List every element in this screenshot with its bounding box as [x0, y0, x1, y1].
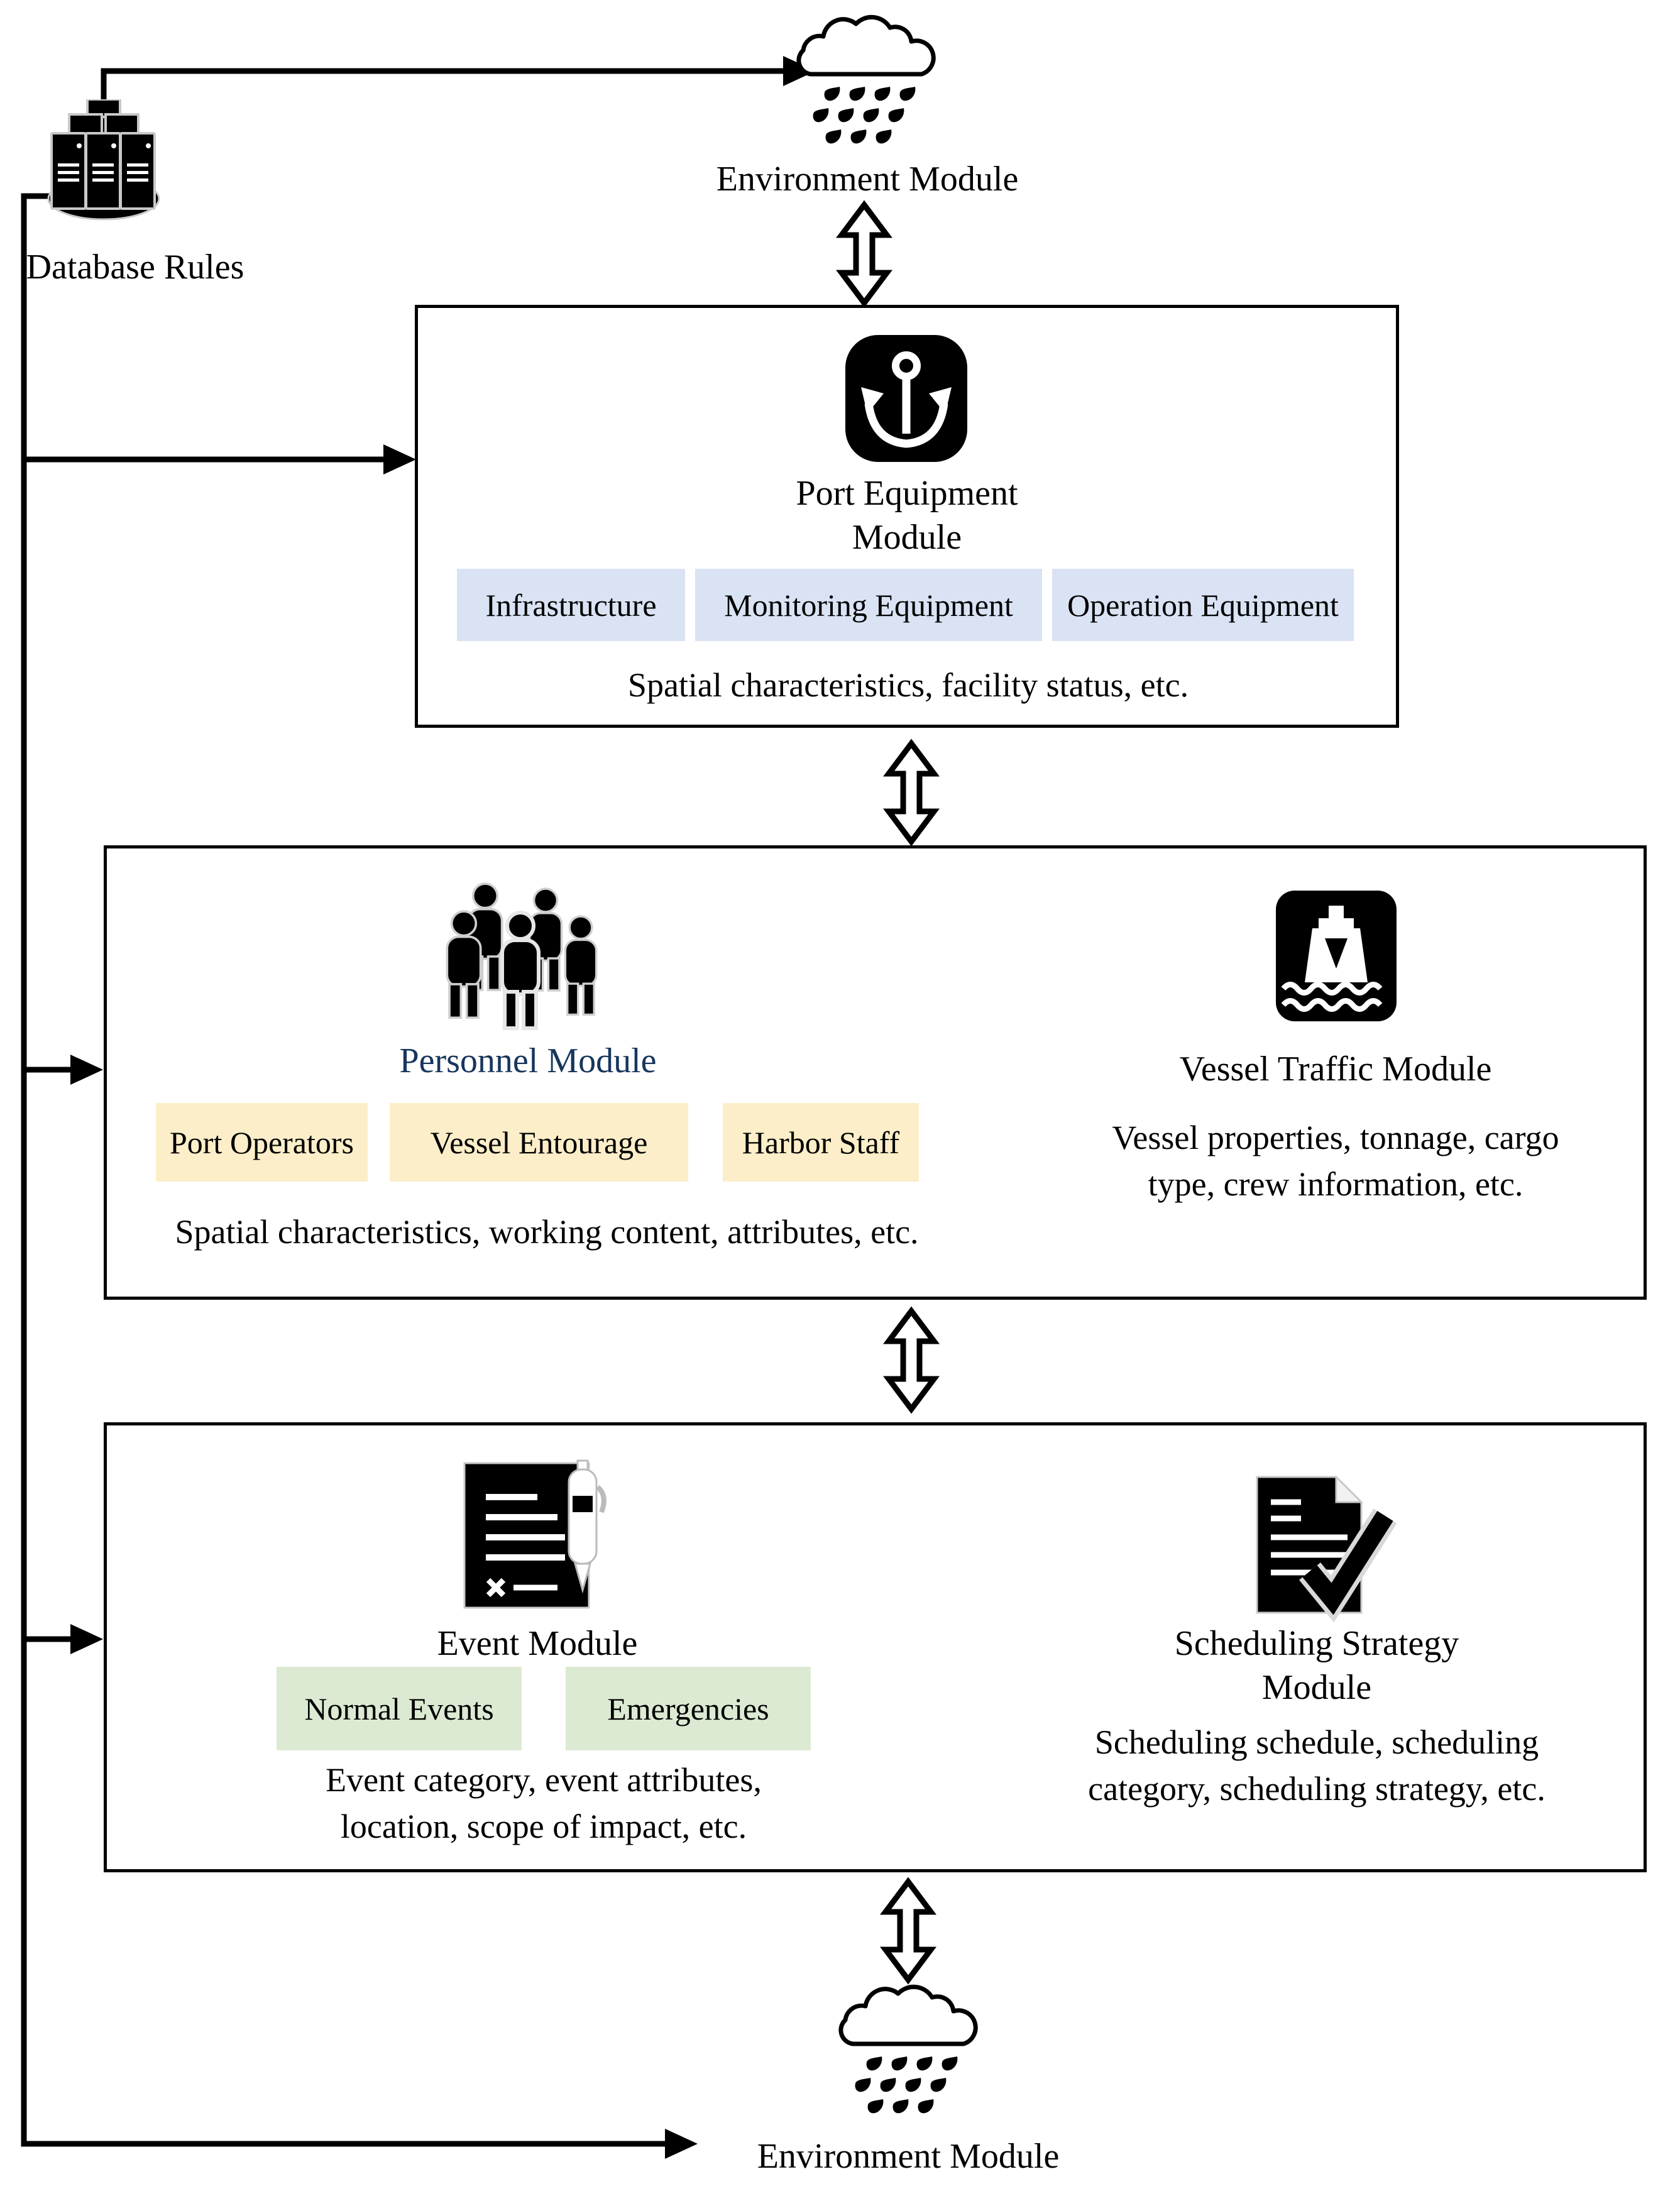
people-group-icon — [446, 882, 598, 1035]
environment-module-top-label: Environment Module — [716, 160, 1019, 199]
chip-operation-equipment: Operation Equipment — [1052, 569, 1354, 641]
chip-port-operators: Port Operators — [156, 1103, 368, 1182]
schedule-document-check-icon — [1256, 1476, 1397, 1623]
environment-module-bottom-label: Environment Module — [757, 2137, 1060, 2176]
database-rules-label: Database Rules — [26, 248, 244, 287]
scheduling-caption-line1: Scheduling schedule, scheduling — [1094, 1723, 1539, 1761]
rain-cloud-icon — [791, 11, 942, 159]
event-caption-line1: Event category, event attributes, — [326, 1761, 762, 1799]
event-module-title: Event Module — [437, 1624, 638, 1663]
event-document-pen-icon — [463, 1459, 607, 1609]
scheduling-strategy-title-line1: Scheduling Strategy — [1174, 1624, 1459, 1663]
port-equipment-title-line2: Module — [852, 518, 962, 557]
vessel-traffic-caption-line1: Vessel properties, tonnage, cargo — [1112, 1119, 1559, 1156]
chip-emergencies: Emergencies — [566, 1667, 811, 1750]
vessel-traffic-title: Vessel Traffic Module — [1179, 1050, 1492, 1089]
chip-harbor-staff: Harbor Staff — [723, 1103, 919, 1182]
ship-icon — [1276, 891, 1397, 1021]
personnel-caption: Spatial characteristics, working content… — [175, 1213, 919, 1251]
event-scheduling-box — [104, 1422, 1647, 1872]
chip-normal-events: Normal Events — [277, 1667, 522, 1750]
rain-cloud-icon — [833, 1981, 984, 2129]
vertical-double-arrow — [836, 200, 940, 1985]
scheduling-strategy-title-line2: Module — [1261, 1668, 1372, 1707]
port-equipment-title-line1: Port Equipment — [796, 474, 1018, 513]
anchor-icon — [845, 335, 967, 462]
database-cluster-icon — [47, 99, 160, 221]
event-caption-line2: location, scope of impact, etc. — [340, 1808, 747, 1845]
vessel-traffic-caption-line2: type, crew information, etc. — [1148, 1165, 1524, 1203]
chip-infrastructure: Infrastructure — [457, 569, 685, 641]
personnel-module-title: Personnel Module — [399, 1041, 657, 1080]
port-equipment-caption: Spatial characteristics, facility status… — [627, 666, 1189, 704]
chip-vessel-entourage: Vessel Entourage — [390, 1103, 688, 1182]
scheduling-caption-line2: category, scheduling strategy, etc. — [1088, 1770, 1545, 1808]
chip-monitoring-equipment: Monitoring Equipment — [695, 569, 1042, 641]
